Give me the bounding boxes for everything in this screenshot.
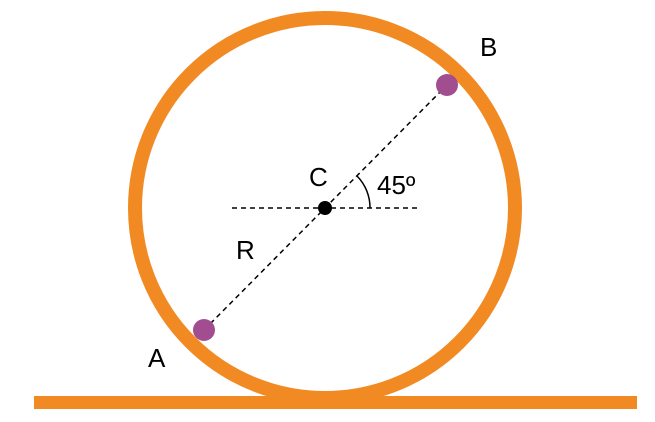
point-b-marker	[436, 74, 458, 96]
label-point-a: A	[148, 343, 166, 373]
label-center: C	[309, 162, 328, 192]
label-angle: 45º	[377, 170, 416, 200]
loop-track	[128, 11, 522, 405]
label-point-b: B	[480, 32, 497, 62]
label-radius: R	[236, 235, 255, 265]
angle-arc	[356, 175, 371, 209]
point-a-marker	[193, 319, 215, 341]
center-marker	[318, 201, 332, 215]
